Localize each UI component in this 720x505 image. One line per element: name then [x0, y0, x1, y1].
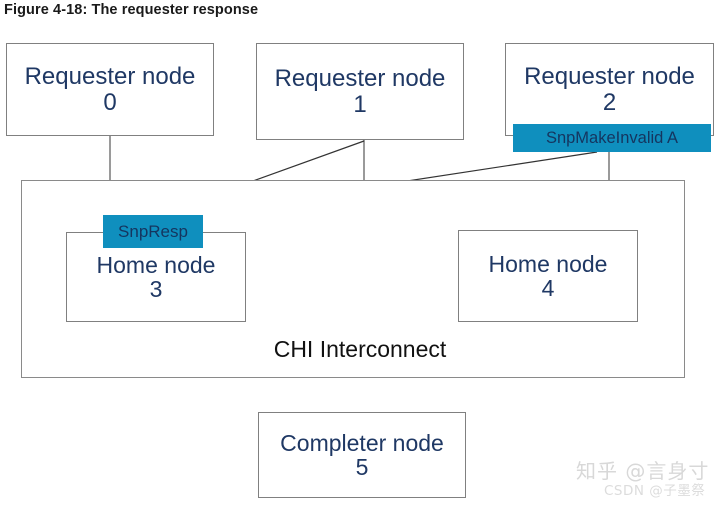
home-node-4[interactable]: Home node 4 [458, 230, 638, 322]
chi-interconnect-label: CHI Interconnect [273, 336, 447, 362]
figure-title: Figure 4-18: The requester response [4, 2, 259, 18]
requester-node-2-number: 2 [602, 88, 617, 116]
requester-node-2-title: Requester node [524, 63, 695, 91]
message-tag-snp-resp[interactable]: SnpResp [103, 215, 203, 248]
home-node-3-title: Home node [96, 251, 216, 278]
home-node-4-title: Home node [488, 250, 608, 277]
csdn-watermark: CSDN @子墨祭 [604, 483, 706, 499]
completer-node-5-title: Completer node [280, 429, 444, 456]
requester-node-0-number: 0 [103, 88, 117, 116]
requester-node-1[interactable]: Requester node 1 [256, 43, 464, 140]
requester-node-1-number: 1 [353, 90, 367, 118]
zhihu-watermark: 知乎 @言身寸 [576, 459, 710, 483]
requester-node-0-title: Requester node [24, 63, 196, 91]
requester-node-0[interactable]: Requester node 0 [6, 43, 214, 136]
home-node-4-number: 4 [541, 275, 555, 301]
requester-node-2[interactable]: Requester node 2 [505, 43, 714, 136]
completer-node-5[interactable]: Completer node 5 [258, 412, 466, 498]
message-tag-snp-make-invalid-a[interactable]: SnpMakeInvalid A [513, 124, 711, 152]
requester-node-1-title: Requester node [274, 65, 446, 93]
completer-node-5-number: 5 [355, 454, 369, 480]
home-node-3[interactable]: Home node 3 [66, 232, 246, 322]
home-node-3-number: 3 [149, 276, 163, 302]
